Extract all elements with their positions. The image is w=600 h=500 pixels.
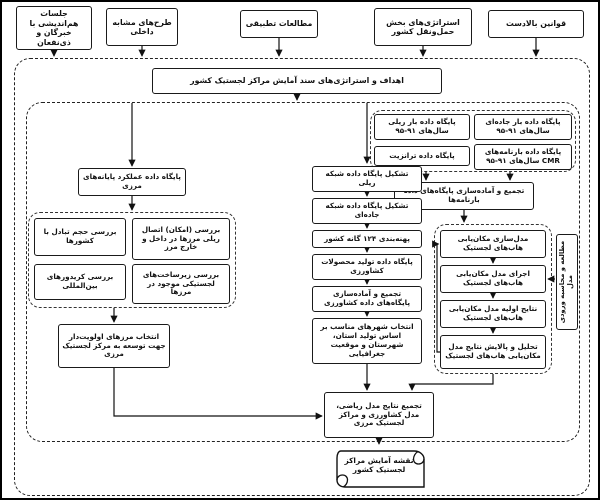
flow-box-model-input: مطالعه و محاسبه ورودی مدل: [556, 234, 578, 330]
flow-box-similar-projects: طرح‌های مشابه داخلی: [106, 8, 178, 46]
flow-box-results-aggregation: تجمیع نتایج مدل ریاضی، مدل کشاورزی و مرا…: [324, 392, 434, 438]
flow-box-comparative-studies: مطالعات تطبیقی: [240, 10, 318, 38]
container-outer: [14, 58, 590, 496]
flow-box-results-analysis: تحلیل و پالایش نتایج مدل مکان‌یابی هاب‌ه…: [440, 335, 546, 369]
flow-box-road-network-db: تشکیل پایگاه داده شبکه جاده‌ای: [312, 198, 422, 224]
group-border-studies: [28, 212, 236, 308]
output-map-label: نقشه آمایش مراکز لجستیک کشور: [344, 456, 414, 475]
flow-box-border-terminals-db: پایگاه داده عملکرد پایانه‌های مرزی: [78, 168, 186, 196]
flow-box-border-infrastructure: بررسی زیرساخت‌های لجستیکی موجود در مرزها: [132, 264, 230, 304]
flow-box-cmr-waybills-db: پایگاه داده بارنامه‌های CMR سال‌های ۹۱-۹…: [474, 144, 572, 170]
output-map-scroll: نقشه آمایش مراکز لجستیک کشور: [329, 446, 429, 492]
flow-box-transit-db: پایگاه داده ترانزیت: [374, 146, 470, 166]
flow-box-exchange-volume: بررسی حجم تبادل با کشورها: [34, 218, 126, 256]
group-waybill-databases: [370, 110, 576, 172]
scroll-icon: [336, 450, 425, 488]
flow-box-rail-freight-db: پایگاه داده بار ریلی سال‌های ۹۱-۹۵: [374, 114, 470, 140]
flow-box-road-freight-db: پایگاه داده بار جاده‌ای سال‌های ۹۱-۹۵: [474, 114, 572, 140]
flow-box-city-selection: انتخاب شهرهای مناسب بر اساس تولید استان،…: [312, 318, 422, 364]
flow-box-goals-strategies: اهداف و استراتژی‌های سند آمایش مراکز لجس…: [152, 68, 442, 94]
flow-box-agri-production-db: پایگاه داده تولید محصولات کشاورزی: [312, 254, 422, 280]
flow-box-rail-network-db: تشکیل پایگاه داده شبکه ریلی: [312, 166, 422, 192]
group-location-model: [434, 224, 552, 374]
flow-box-zoning-124: پهنه‌بندی ۱۲۴ گانه کشور: [312, 230, 422, 248]
flow-box-expert-meetings: جلسات هم‌اندیشی با خبرگان و ذی‌نفعان: [16, 6, 92, 50]
container-inner: [26, 102, 580, 442]
flow-box-international-corridors: بررسی کریدورهای بین‌المللی: [34, 264, 126, 300]
flow-box-transport-strategies: استراتژی‌های بخش حمل‌ونقل کشور: [374, 8, 472, 46]
flow-box-agri-aggregation: تجمیع و آماده‌سازی پایگاه‌های داده کشاور…: [312, 286, 422, 312]
flow-box-model-run: اجرای مدل مکان‌یابی هاب‌های لجستیک: [440, 265, 546, 293]
flow-box-hub-modeling: مدل‌سازی مکان‌یابی هاب‌های لجستیک: [440, 230, 546, 258]
flow-box-initial-results: نتایج اولیه مدل مکان‌یابی هاب‌های لجستیک: [440, 300, 546, 328]
flow-box-border-rail-connection: بررسی (امکان) اتصال ریلی مرزها در داخل و…: [132, 218, 230, 260]
flow-box-upstream-laws: قوانین بالادست: [488, 10, 584, 38]
model-input-label: مطالعه و محاسبه ورودی مدل: [558, 240, 574, 324]
flow-box-border-selection: انتخاب مرزهای اولویت‌دار جهت توسعه به مر…: [58, 324, 170, 368]
